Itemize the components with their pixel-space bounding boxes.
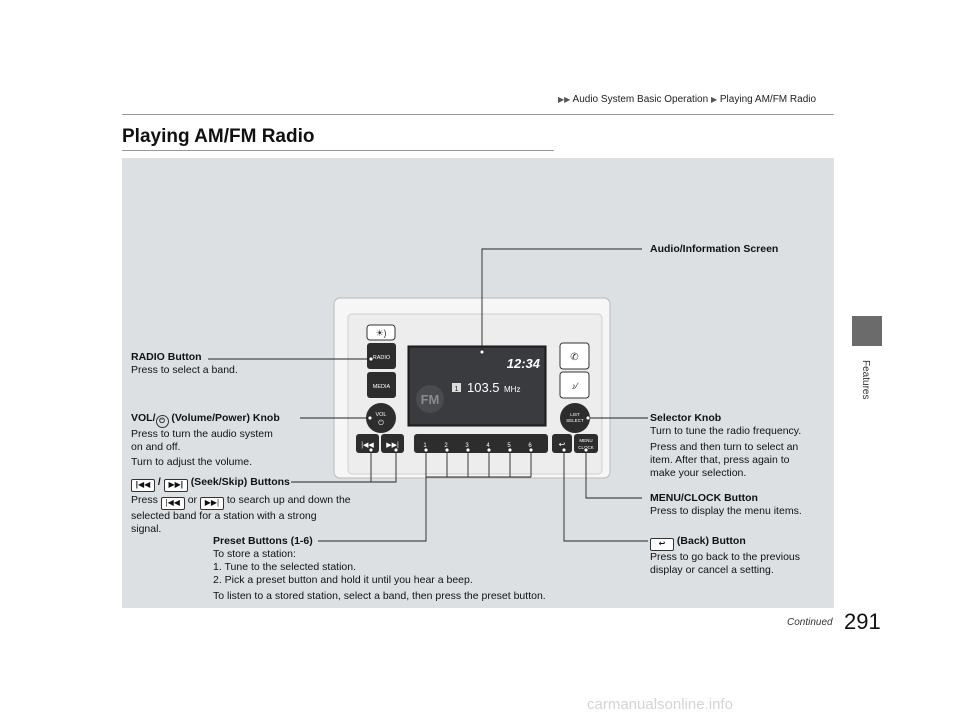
callout-seek-text-1: to search up and down the xyxy=(226,494,351,506)
skip-back-icon: |◀◀ xyxy=(361,442,374,449)
band-label: FM xyxy=(421,392,440,407)
callout-preset-text-2: 1. Tune to the selected station. xyxy=(213,561,357,573)
section-tab-marker xyxy=(852,316,882,346)
callout-menu: MENU/CLOCK Button Press to display the m… xyxy=(650,492,830,518)
menu-button-label: CLOCK xyxy=(578,445,594,450)
callout-radio-title: RADIO Button xyxy=(131,351,202,363)
breadcrumb-arrow-icon: ▶ xyxy=(710,95,718,104)
seek-forward-button[interactable] xyxy=(381,434,404,453)
leader-lines xyxy=(208,248,648,542)
callout-selector-text-4: make your selection. xyxy=(650,467,747,479)
callout-vol: VOL/⏻ (Volume/Power) Knob Press to turn … xyxy=(131,412,301,469)
continued-label: Continued xyxy=(787,617,833,628)
radio-button-label: RADIO xyxy=(373,355,391,361)
preset-button-3[interactable]: 3 xyxy=(465,443,469,449)
callout-seek-text-3: signal. xyxy=(131,523,162,535)
menu-button-label: MENU xyxy=(579,438,592,443)
section-tab-label[interactable]: Features xyxy=(860,360,871,400)
preset-index-label: 1 xyxy=(455,386,459,393)
preset-button-1[interactable]: 1 xyxy=(423,443,427,449)
preset-button-2[interactable]: 2 xyxy=(444,443,448,449)
radio-button[interactable] xyxy=(367,343,396,369)
page-title: Playing AM/FM Radio xyxy=(122,126,315,147)
callout-menu-title: MENU/CLOCK Button xyxy=(650,492,758,504)
callout-radio: RADIO Button Press to select a band. xyxy=(131,351,331,377)
media-button-label: MEDIA xyxy=(373,384,391,390)
skip-forward-icon: ▶▶| xyxy=(199,497,224,510)
power-icon: ⏻ xyxy=(155,415,169,428)
vol-power-knob[interactable] xyxy=(366,403,396,433)
callout-preset-text-4: To listen to a stored station, select a … xyxy=(213,590,546,602)
callout-seek-or: or xyxy=(187,494,198,506)
callout-screen: Audio/Information Screen xyxy=(650,243,778,256)
power-icon: ⏻ xyxy=(378,419,384,427)
callout-menu-text: Press to display the menu items. xyxy=(650,505,802,517)
back-button[interactable] xyxy=(552,434,572,453)
callout-preset-text-1: To store a station: xyxy=(213,548,296,560)
title-rule xyxy=(122,150,554,151)
breadcrumb-level1[interactable]: Audio System Basic Operation xyxy=(572,94,709,105)
breadcrumb-level2[interactable]: Playing AM/FM Radio xyxy=(719,94,817,105)
leader-dots xyxy=(367,349,591,453)
skip-forward-icon: ▶▶| xyxy=(386,442,399,449)
selector-knob[interactable] xyxy=(560,403,590,433)
callout-seek-text-2: selected band for a station with a stron… xyxy=(131,510,317,522)
callout-preset-text-3: 2. Pick a preset button and hold it unti… xyxy=(213,574,473,586)
preset-index-box xyxy=(452,383,461,392)
preset-button-4[interactable]: 4 xyxy=(486,443,490,449)
watermark: carmanualsonline.info xyxy=(587,696,733,713)
skip-forward-icon: ▶▶| xyxy=(163,479,188,492)
callout-vol-text-3: Turn to adjust the volume. xyxy=(131,456,253,468)
callout-vol-text-1: Press to turn the audio system xyxy=(131,428,273,440)
preset-button-6[interactable]: 6 xyxy=(528,443,532,449)
callout-preset-title: Preset Buttons (1-6) xyxy=(213,535,313,547)
breadcrumb-arrow-icon: ▶▶ xyxy=(558,95,571,104)
screen-unit: MHz xyxy=(504,385,520,394)
screen-time: 12:34 xyxy=(507,356,541,371)
voice-button[interactable] xyxy=(559,371,590,399)
callout-screen-title: Audio/Information Screen xyxy=(650,243,779,255)
callout-selector-text-2: Press and then turn to select an xyxy=(650,441,799,453)
callout-selector-text-1: Turn to tune the radio frequency. xyxy=(650,425,802,437)
callout-seek-press: Press xyxy=(131,494,158,506)
menu-clock-button[interactable] xyxy=(574,434,598,453)
back-arrow-icon: ↩ xyxy=(650,538,674,551)
band-badge xyxy=(416,385,444,413)
header-rule xyxy=(122,114,834,115)
preset-buttons: 1 2 3 4 5 6 xyxy=(423,443,532,449)
phone-button[interactable] xyxy=(559,342,590,370)
voice-mute-icon: ♪⁄ xyxy=(571,381,579,391)
page-number: 291 xyxy=(844,609,881,634)
skip-back-icon: |◀◀ xyxy=(131,479,155,492)
callout-back-text-2: display or cancel a setting. xyxy=(650,564,774,576)
vol-knob-label: VOL xyxy=(375,412,386,418)
callout-selector-text-3: item. After that, press again to xyxy=(650,454,790,466)
callout-back-title: (Back) Button xyxy=(676,535,746,547)
callout-seek: |◀◀ / ▶▶| (Seek/Skip) Buttons Press |◀◀ … xyxy=(131,476,371,536)
skip-back-icon: |◀◀ xyxy=(160,497,185,510)
callout-vol-title-pre: VOL/ xyxy=(131,412,156,424)
selector-knob-label: LIST xyxy=(570,412,580,417)
preset-button-5[interactable]: 5 xyxy=(507,443,511,449)
callout-seek-sep: / xyxy=(157,476,161,488)
selector-knob-label: SELECT xyxy=(566,418,584,423)
back-arrow-icon: ↩ xyxy=(559,440,566,449)
callout-vol-title-post: (Volume/Power) Knob xyxy=(168,412,280,424)
callout-preset: Preset Buttons (1-6) To store a station:… xyxy=(213,535,593,603)
brightness-icon: ☀) xyxy=(375,328,386,338)
callout-selector: Selector Knob Turn to tune the radio fre… xyxy=(650,412,830,480)
callout-selector-title: Selector Knob xyxy=(650,412,722,424)
callout-back: ↩ (Back) Button Press to go back to the … xyxy=(650,535,830,577)
phone-icon: ✆ xyxy=(570,352,578,363)
callout-radio-text: Press to select a band. xyxy=(131,364,238,376)
callout-back-text-1: Press to go back to the previous xyxy=(650,551,800,563)
breadcrumb: ▶▶ Audio System Basic Operation ▶ Playin… xyxy=(558,94,816,105)
media-button[interactable] xyxy=(367,372,396,398)
seek-back-button[interactable] xyxy=(356,434,379,453)
callout-seek-title: (Seek/Skip) Buttons xyxy=(190,476,290,488)
screen-frequency: 103.5 xyxy=(467,380,500,395)
display-button[interactable] xyxy=(366,324,396,341)
callout-vol-text-2: on and off. xyxy=(131,441,181,453)
